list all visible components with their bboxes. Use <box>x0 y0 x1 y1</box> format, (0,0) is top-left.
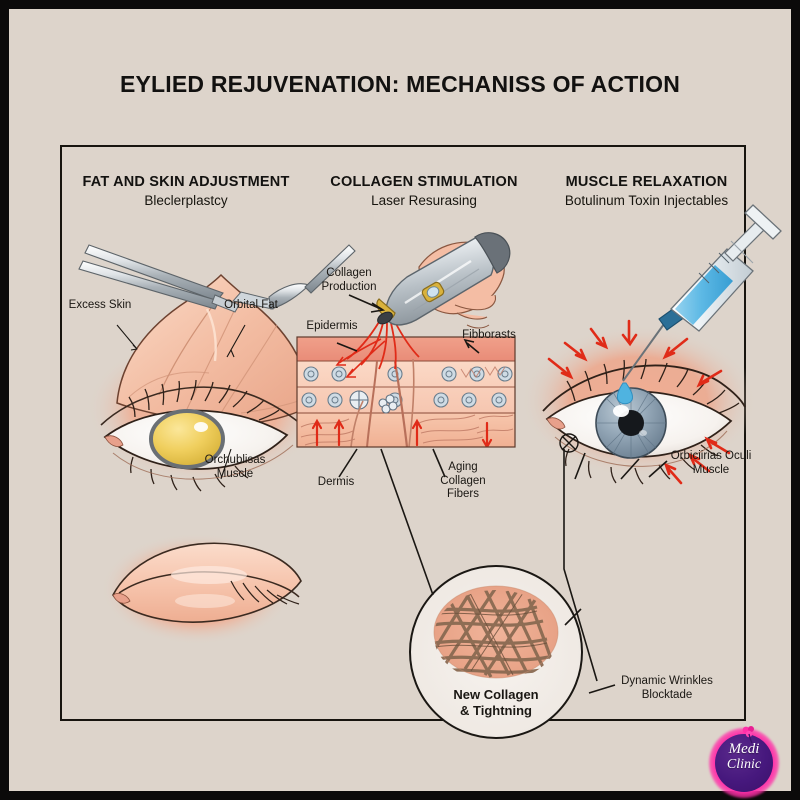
column-heading-title: FAT AND SKIN ADJUSTMENT <box>82 174 290 190</box>
medi-clinic-logo[interactable]: Medi Clinic <box>695 722 791 800</box>
flower-icon <box>742 726 754 744</box>
label-orbicularis-oculi-muscle: Orbiciirias Oculi Muscle <box>652 450 770 477</box>
label-aging-collagen-fibers: Aging Collagen Fibers <box>427 461 499 502</box>
label-new-collagen-tightning: New Collagen & Tightning <box>434 687 558 719</box>
label-line-2: Muscle <box>216 467 254 480</box>
forceps-icon <box>78 244 240 313</box>
label-dynamic-wrinkles-blockade: Dynamic Wrinkles Blocktade <box>609 675 725 702</box>
connector-lines <box>336 294 668 694</box>
skin-cross-section <box>297 337 515 447</box>
laser-device-icon <box>376 232 511 329</box>
label-line-2: Blocktade <box>641 688 693 701</box>
page-title: EYLIED REJUVENATION: MECHANISS OF ACTION <box>119 71 681 97</box>
logo-line-2: Clinic <box>726 757 762 772</box>
logo-text: Medi Clinic <box>715 742 773 772</box>
laser-resurfacing-illustration <box>296 232 516 448</box>
label-line-2: Muscle <box>692 463 730 476</box>
label-orbital-fat: Orbital Fat <box>224 299 278 311</box>
label-orbicularis-muscle-left: Orchublisas Muscle <box>186 454 284 481</box>
eye-open-right <box>542 358 746 485</box>
illustration-layer <box>78 204 782 739</box>
tightening-arrows <box>311 418 493 447</box>
column-heading-subtitle: Bleclerplastcy <box>144 193 228 208</box>
logo-line-1: Medi <box>728 741 760 757</box>
label-line-2: Production <box>321 280 377 293</box>
label-line-1: New Collagen <box>453 687 539 702</box>
label-line-1: Orchublisas <box>204 454 266 466</box>
injection-droplet <box>616 382 633 405</box>
label-line-1: Aging <box>448 461 478 473</box>
label-line-2: & Tightning <box>460 703 532 719</box>
column-heading-fat-and-skin: FAT AND SKIN ADJUSTMENT Bleclerplastcy <box>61 174 311 208</box>
column-heading-title: COLLAGEN STIMULATION <box>330 174 518 190</box>
leader-lines-left <box>116 324 246 480</box>
column-heading-subtitle: Laser Resurasing <box>371 193 477 208</box>
new-collagen-inset <box>409 565 583 739</box>
label-line-1: Dynamic Wrinkles <box>621 675 713 687</box>
contraction-arrows <box>547 319 731 485</box>
label-epidermis: Epidermis <box>306 320 358 332</box>
column-heading-collagen: COLLAGEN STIMULATION Laser Resurasing <box>309 174 539 208</box>
label-line-3: Fibers <box>447 488 479 501</box>
label-line-1: Collagen <box>326 267 372 279</box>
blepharoplasty-illustration <box>78 244 356 645</box>
eye-closed-left <box>101 533 302 645</box>
column-heading-subtitle: Botulinum Toxin Injectables <box>564 193 729 208</box>
label-fibroblasts: Fibborasts <box>462 329 516 341</box>
label-excess-skin: Excess Skin <box>68 299 132 311</box>
label-line-2: Collagen <box>440 474 486 487</box>
scalpel-icon <box>232 244 356 310</box>
label-dermis: Dermis <box>317 476 355 488</box>
eye-open-left <box>100 379 310 492</box>
label-line-1: Orbiciirias Oculi <box>670 450 752 462</box>
blocked-symbol-icon <box>559 433 579 453</box>
column-heading-title: MUSCLE RELAXATION <box>565 174 728 190</box>
column-heading-muscle: MUSCLE RELAXATION Botulinum Toxin Inject… <box>529 174 764 208</box>
logo-disc <box>715 734 773 792</box>
syringe-icon <box>622 204 782 382</box>
botulinum-illustration <box>521 204 782 485</box>
label-collagen-production: Collagen Production <box>309 267 389 294</box>
